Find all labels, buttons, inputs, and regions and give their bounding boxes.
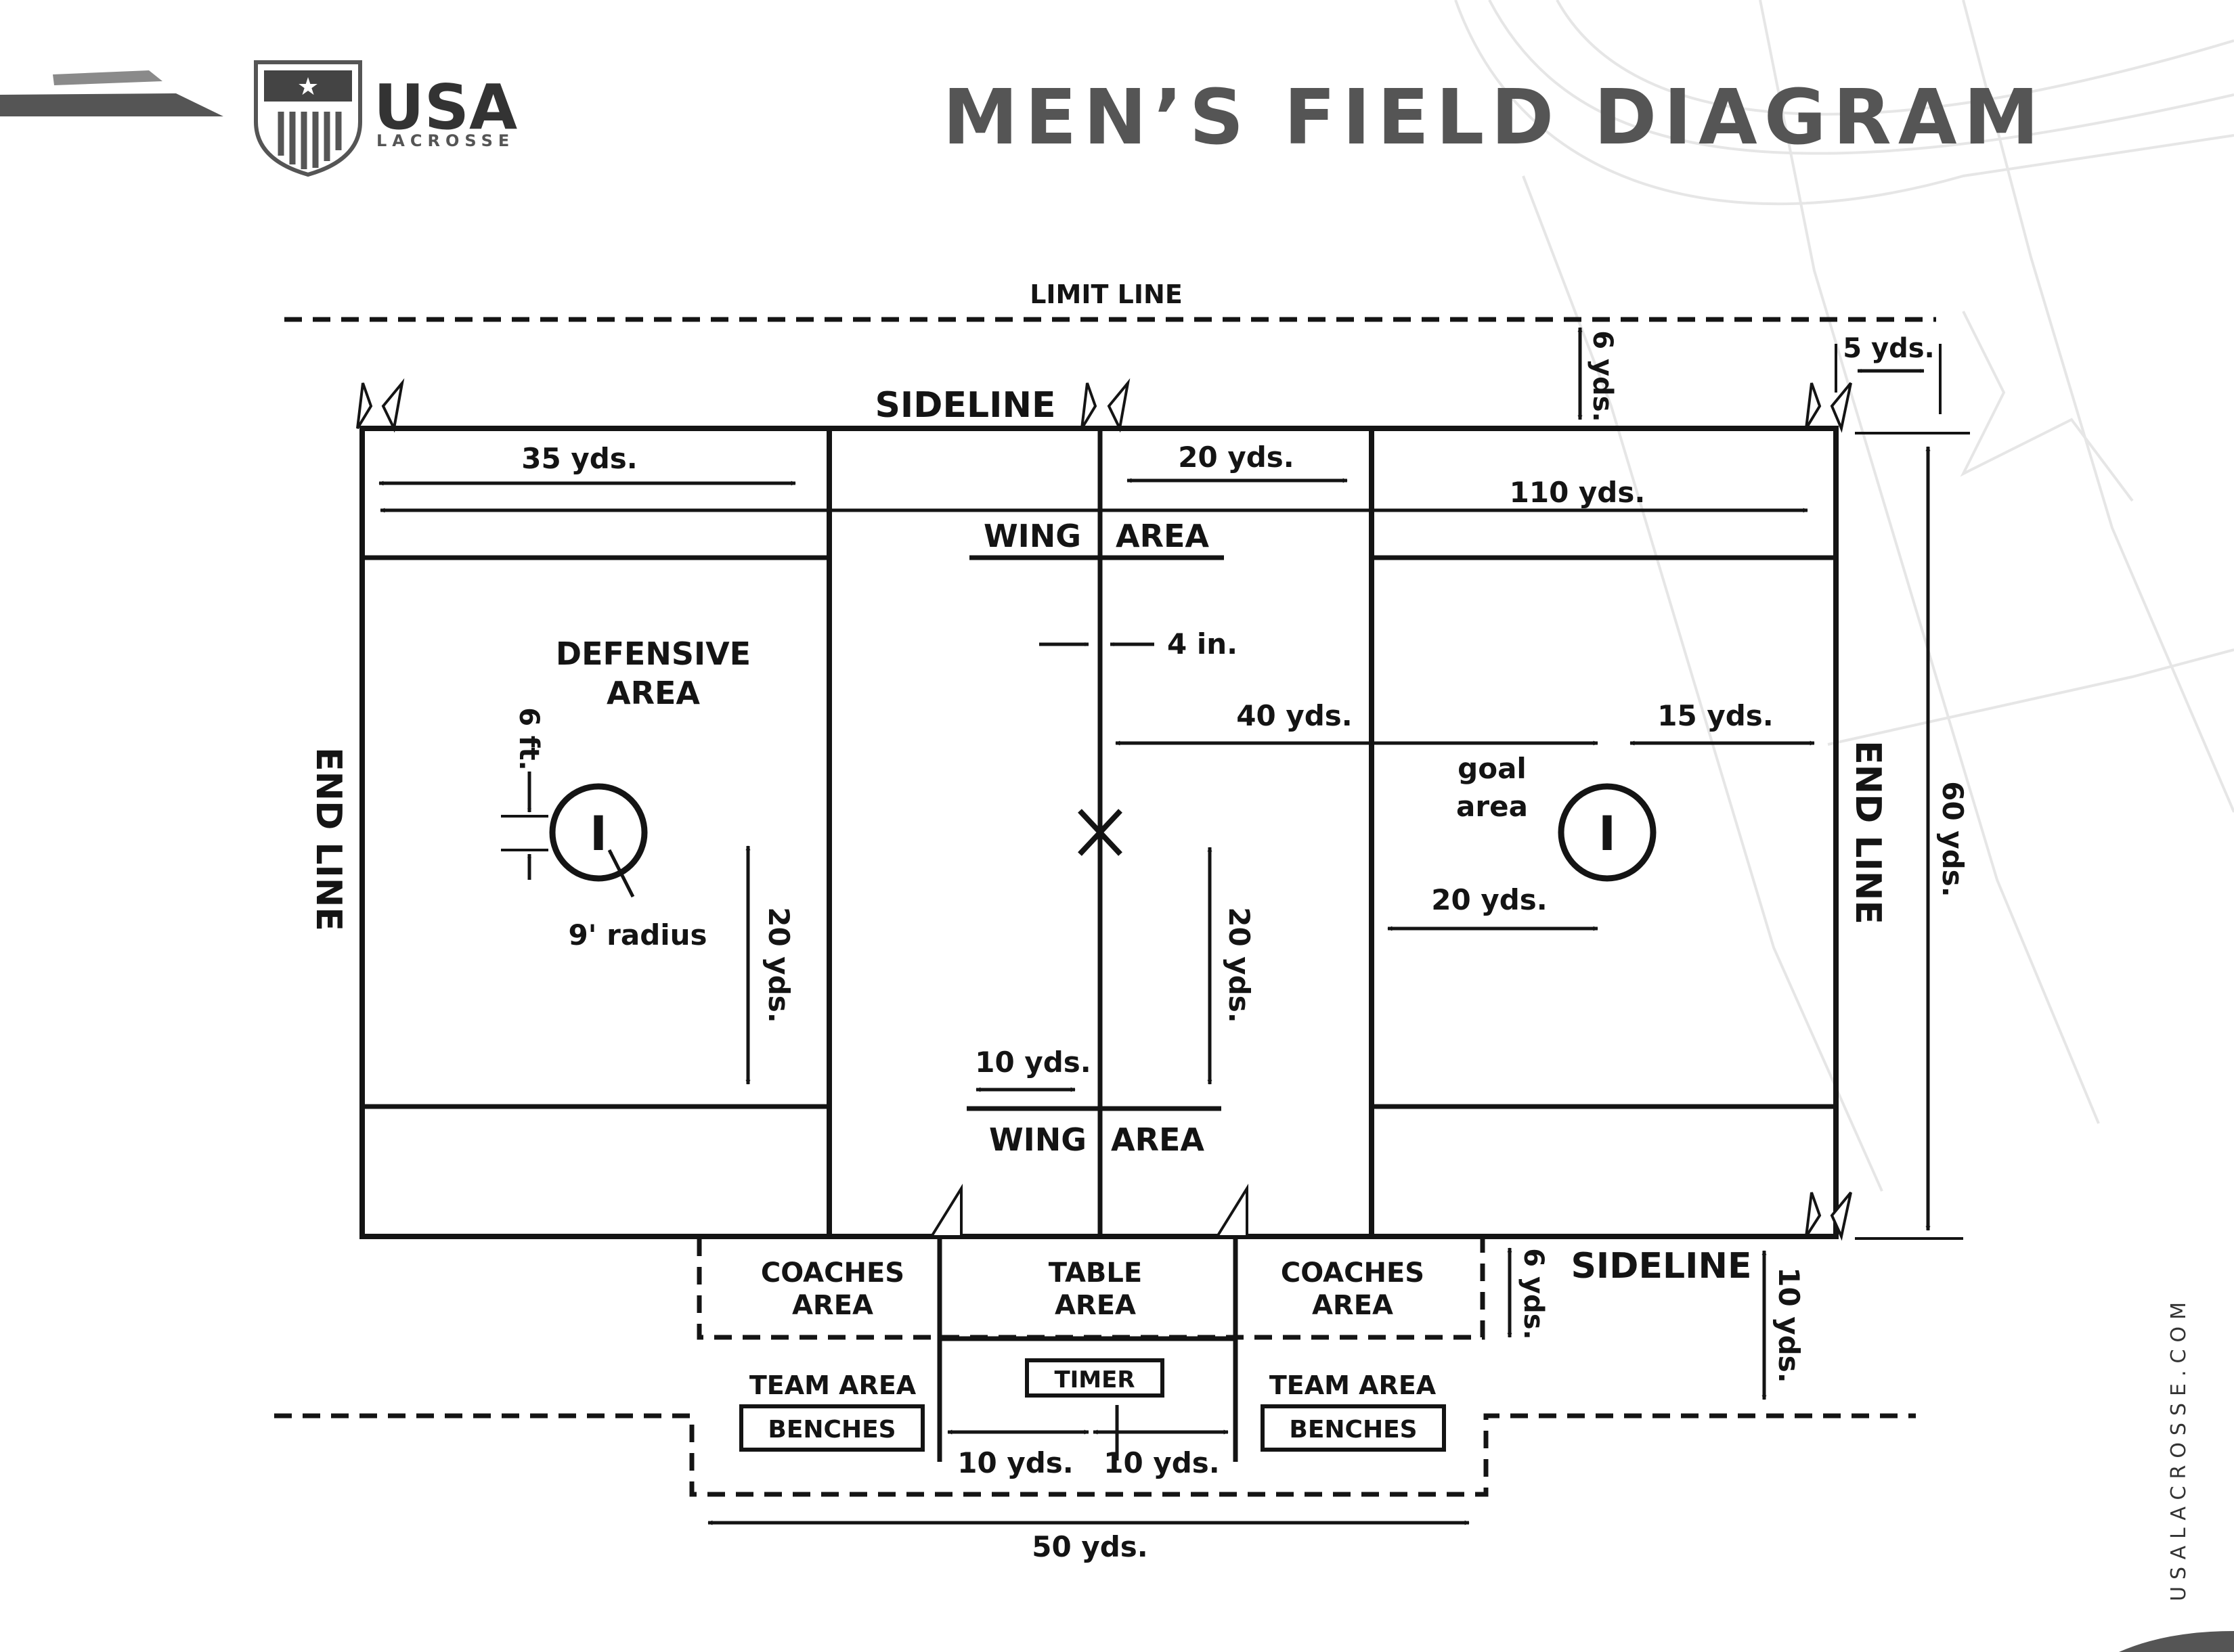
usa-lacrosse-logo: ★ USA LACROSSE — [254, 60, 517, 177]
timer-label: TIMER — [1054, 1366, 1135, 1393]
corner-decoration — [2119, 1631, 2234, 1652]
sideline-top-label: SIDELINE — [875, 385, 1055, 426]
side-url: USALACROSSE.COM — [2167, 1295, 2191, 1601]
coaches-area-right-line2: AREA — [1312, 1290, 1393, 1321]
measure-10-timer-left: 10 yds. — [957, 1446, 1073, 1479]
logo-subtext: LACROSSE — [376, 131, 514, 150]
coaches-area-left-line1: COACHES — [761, 1257, 904, 1289]
measure-50: 50 yds. — [1032, 1530, 1147, 1563]
coaches-area-left-line2: AREA — [792, 1290, 873, 1321]
measure-10-wing: 10 yds. — [975, 1046, 1091, 1079]
measure-20-top: 20 yds. — [1178, 441, 1294, 474]
benches-right-box — [1261, 1404, 1446, 1452]
benches-right-label: BENCHES — [1289, 1416, 1417, 1444]
measure-40: 40 yds. — [1236, 699, 1352, 732]
field-lines — [359, 426, 1839, 1239]
goal-area-line2: area — [1456, 790, 1528, 823]
wing-label-top-left: WING — [984, 518, 1081, 554]
sideline-bottom-label: SIDELINE — [1571, 1246, 1751, 1287]
pylon-icons — [356, 378, 1852, 1241]
goal-area-line1: goal — [1458, 752, 1527, 785]
table-area-line2: AREA — [1055, 1290, 1136, 1321]
goal-width-label: 6 ft. — [513, 707, 544, 770]
team-area-left-label: TEAM AREA — [749, 1370, 917, 1400]
goal-left-icon: I — [590, 806, 607, 862]
team-area-right-label: TEAM AREA — [1269, 1370, 1437, 1400]
logo-text: USA — [374, 71, 517, 143]
area-label-bottom-right: AREA — [1111, 1121, 1204, 1158]
measure-10-timer-right: 10 yds. — [1103, 1446, 1219, 1479]
timer-box — [1025, 1358, 1164, 1398]
area-label-top-right: AREA — [1116, 518, 1209, 554]
benches-left-box — [739, 1404, 925, 1452]
measure-20-left-vertical: 20 yds. — [762, 907, 795, 1023]
crease-radius-label: 9' radius — [568, 918, 707, 952]
defensive-area-line2: AREA — [607, 675, 700, 711]
table-area-line1: TABLE — [1049, 1257, 1142, 1289]
wing-label-bottom-left: WING — [989, 1121, 1087, 1158]
table-area-lines — [937, 1236, 1238, 1462]
limit-line-label: LIMIT LINE — [1030, 280, 1183, 309]
goal-right-icon: I — [1598, 806, 1616, 862]
measure-10-sideline: 10 yds. — [1772, 1267, 1805, 1383]
crease-right: I — [1558, 783, 1657, 882]
defensive-area-line1: DEFENSIVE — [556, 635, 751, 672]
benches-left-label: BENCHES — [768, 1416, 896, 1444]
measure-60: 60 yds. — [1936, 781, 1969, 897]
watermark-logo — [1454, 0, 2234, 1192]
measure-20-center-vertical: 20 yds. — [1223, 907, 1256, 1023]
measure-5: 5 yds. — [1843, 333, 1934, 364]
coaches-area-right-line1: COACHES — [1281, 1257, 1424, 1289]
center-x-mark — [1078, 809, 1122, 856]
header-stripes — [0, 70, 223, 116]
crease-left: I — [549, 783, 648, 882]
logo-star-icon: ★ — [297, 73, 319, 101]
measure-35: 35 yds. — [521, 442, 637, 475]
page-title: MEN’S FIELD DIAGRAM — [942, 74, 2046, 162]
dimension-arrows — [378, 327, 1931, 1525]
end-line-left-label: END LINE — [308, 747, 349, 931]
measure-110: 110 yds. — [1510, 476, 1646, 509]
center-line-width-label: 4 in. — [1167, 627, 1238, 661]
measure-20-goal: 20 yds. — [1431, 883, 1547, 916]
end-line-right-label: END LINE — [1847, 740, 1888, 924]
measure-6-top: 6 yds. — [1587, 330, 1618, 422]
measure-6-bottom: 6 yds. — [1518, 1248, 1549, 1339]
measure-15: 15 yds. — [1657, 699, 1773, 732]
extension-lines — [501, 344, 1970, 1240]
